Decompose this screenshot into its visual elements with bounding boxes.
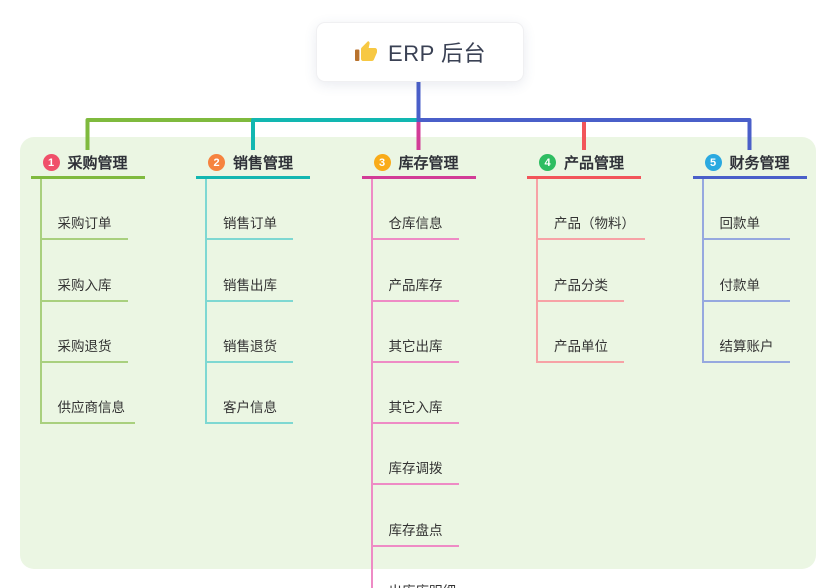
mindmap-node[interactable]: 回款单 bbox=[701, 179, 790, 241]
node-label: 出库库明细 bbox=[389, 580, 457, 588]
branch-number-badge: 3 bbox=[373, 154, 391, 171]
mindmap-node[interactable]: 产品库存 bbox=[370, 240, 459, 302]
node-label: 采购退货 bbox=[57, 338, 112, 354]
mindmap-node[interactable]: 其它入库 bbox=[370, 363, 459, 425]
branch: 3 库存管理 仓库信息产品库存其它出库其它入库库存调拨库存盘点出库库明细 bbox=[361, 149, 476, 588]
node-label: 其它出库 bbox=[388, 338, 443, 354]
mindmap-node[interactable]: 销售退货 bbox=[205, 302, 293, 363]
branch-items: 采购订单采购入库采购退货供应商信息 bbox=[31, 179, 145, 425]
node-label: 客户信息 bbox=[223, 400, 277, 416]
branch: 4 产品管理 产品（物料） 产品分类产品单位 bbox=[527, 149, 645, 363]
mindmap-node[interactable]: 其它出库 bbox=[370, 302, 459, 363]
branch-title[interactable]: 1 采购管理 bbox=[30, 149, 145, 179]
root-node[interactable]: ERP 后台 bbox=[316, 22, 524, 82]
branch-number-badge: 1 bbox=[42, 154, 60, 171]
mindmap-node[interactable]: 库存盘点 bbox=[370, 485, 459, 547]
node-label: 销售出库 bbox=[223, 277, 277, 293]
branch: 1 采购管理 采购订单采购入库采购退货供应商信息 bbox=[30, 149, 145, 425]
mindmap-node[interactable]: 销售订单 bbox=[205, 179, 293, 241]
mindmap-node[interactable]: 出库库明细 bbox=[371, 547, 467, 588]
mindmap-node[interactable]: 供应商信息 bbox=[39, 363, 135, 425]
mindmap-node[interactable]: 采购退货 bbox=[39, 302, 128, 363]
node-label: 付款单 bbox=[719, 277, 761, 293]
node-label: 销售订单 bbox=[223, 216, 277, 232]
branch-items: 产品（物料） 产品分类产品单位 bbox=[527, 179, 645, 363]
branch: 5 财务管理 回款单付款单结算账户 bbox=[692, 149, 807, 363]
branch-title[interactable]: 2 销售管理 bbox=[196, 149, 310, 179]
root-node-label: ERP 后台 bbox=[388, 41, 486, 66]
branch-label: 销售管理 bbox=[233, 155, 294, 172]
node-label: 销售退货 bbox=[223, 338, 277, 354]
node-label: 结算账户 bbox=[719, 338, 774, 354]
thumbs-up-icon bbox=[355, 41, 378, 61]
mindmap-node[interactable]: 采购入库 bbox=[39, 240, 128, 302]
node-label: 仓库信息 bbox=[388, 216, 443, 232]
branch-number-badge: 4 bbox=[539, 154, 556, 171]
branch-number-badge: 2 bbox=[208, 154, 225, 171]
mindmap-node[interactable]: 仓库信息 bbox=[370, 179, 459, 241]
branch-label: 库存管理 bbox=[398, 155, 459, 172]
mindmap-node[interactable]: 产品分类 bbox=[536, 240, 624, 302]
mindmap-node[interactable]: 销售出库 bbox=[205, 240, 293, 302]
node-label: 产品（物料） bbox=[554, 216, 635, 232]
mindmap-node[interactable]: 库存调拨 bbox=[370, 424, 459, 486]
node-label: 采购订单 bbox=[57, 216, 112, 232]
node-label: 产品单位 bbox=[554, 338, 608, 354]
mindmap-node[interactable]: 产品单位 bbox=[536, 302, 624, 363]
node-label: 产品分类 bbox=[554, 277, 608, 293]
branch-items: 销售订单销售出库销售退货客户信息 bbox=[196, 179, 310, 425]
branch-label: 采购管理 bbox=[67, 155, 128, 172]
node-label: 库存盘点 bbox=[388, 522, 443, 538]
mindmap-panel: 1 采购管理 采购订单采购入库采购退货供应商信息 2 销售管理 销售订单销售出库… bbox=[20, 137, 816, 588]
node-label: 库存调拨 bbox=[388, 461, 443, 477]
branch-title[interactable]: 3 库存管理 bbox=[361, 149, 476, 179]
mindmap-node[interactable]: 结算账户 bbox=[701, 302, 790, 363]
branch-items: 仓库信息产品库存其它出库其它入库库存调拨库存盘点出库库明细 bbox=[362, 179, 476, 588]
mindmap-node[interactable]: 采购订单 bbox=[39, 179, 128, 241]
mindmap-node[interactable]: 产品（物料） bbox=[536, 179, 645, 241]
branch-label: 产品管理 bbox=[564, 155, 625, 172]
node-label: 回款单 bbox=[719, 216, 761, 232]
branch: 2 销售管理 销售订单销售出库销售退货客户信息 bbox=[196, 149, 310, 425]
mindmap-node[interactable]: 付款单 bbox=[701, 240, 790, 302]
node-label: 其它入库 bbox=[388, 400, 443, 416]
branch-items: 回款单付款单结算账户 bbox=[693, 179, 807, 363]
branch-title[interactable]: 4 产品管理 bbox=[527, 149, 641, 179]
node-label: 产品库存 bbox=[388, 277, 443, 293]
branch-label: 财务管理 bbox=[729, 155, 790, 172]
node-label: 采购入库 bbox=[57, 277, 112, 293]
branch-title[interactable]: 5 财务管理 bbox=[692, 149, 807, 179]
node-label: 供应商信息 bbox=[57, 400, 126, 416]
branch-number-badge: 5 bbox=[704, 154, 722, 171]
mindmap-node[interactable]: 客户信息 bbox=[205, 363, 293, 425]
